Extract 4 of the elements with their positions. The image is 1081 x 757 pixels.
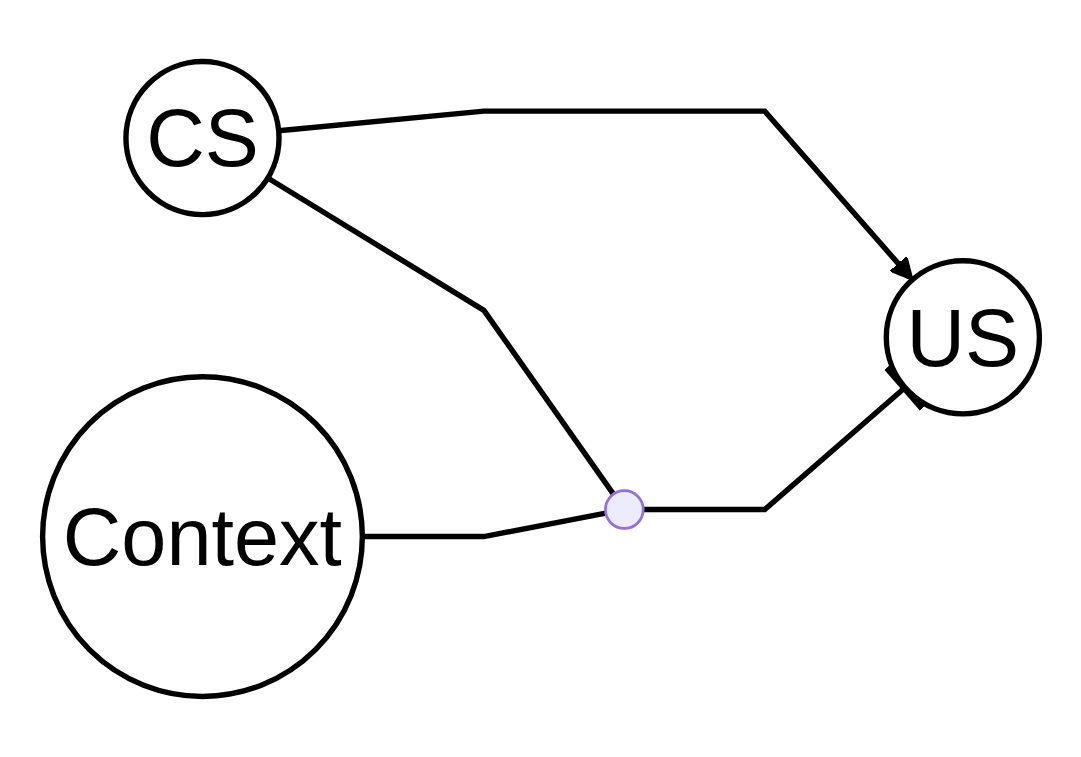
- node-circle: US: [883, 257, 1042, 417]
- node-circle: Context: [39, 373, 365, 699]
- node-circle: CS: [122, 58, 282, 217]
- node-circle: [603, 488, 645, 530]
